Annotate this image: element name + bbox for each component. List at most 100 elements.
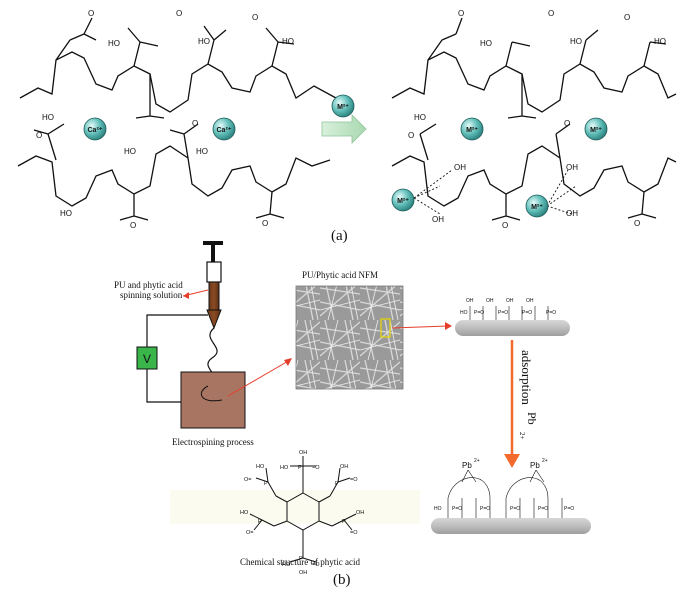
- svg-text:P: P: [335, 481, 339, 487]
- svg-text:=O: =O: [312, 465, 320, 471]
- svg-text:O: O: [458, 9, 464, 18]
- phytic-acid-structure: [249, 456, 357, 563]
- svg-text:HO: HO: [196, 147, 208, 156]
- svg-text:OH: OH: [566, 209, 578, 218]
- svg-text:O: O: [624, 13, 630, 22]
- metal-ions-right: [391, 117, 608, 218]
- electrospinning-caption: Electrospining process: [172, 437, 254, 447]
- svg-text:HO: HO: [434, 506, 442, 512]
- voltage-source: [136, 346, 158, 370]
- calcium-ion-left: [83, 117, 107, 141]
- svg-text:O: O: [130, 221, 136, 230]
- svg-text:OH: OH: [340, 464, 348, 470]
- svg-text:P: P: [342, 519, 346, 525]
- svg-text:HO: HO: [42, 113, 54, 122]
- nfm-title: PU/Phytic acid NFM: [302, 270, 378, 280]
- adsorption-arrow-head: [504, 454, 520, 468]
- panel-a-label: (a): [331, 228, 348, 244]
- svg-text:2+: 2+: [474, 458, 480, 464]
- panel-b-label: (b): [333, 572, 351, 588]
- svg-text:OH: OH: [506, 298, 514, 304]
- svg-text:OH: OH: [356, 510, 364, 516]
- svg-text:=O: =O: [350, 477, 358, 483]
- lead-ion-label: Pb: [525, 412, 539, 425]
- svg-text:O: O: [88, 9, 94, 18]
- svg-text:=O: =O: [312, 562, 320, 568]
- solution-pointer-head: [183, 292, 189, 299]
- spinning-solution-label-1: PU and phytic acid: [114, 280, 183, 290]
- nfm-to-surface-arrow: [391, 325, 449, 329]
- pb-complex-structure: [447, 469, 563, 518]
- svg-text:O: O: [634, 219, 640, 228]
- svg-text:OH: OH: [299, 570, 307, 576]
- svg-text:OH: OH: [486, 298, 494, 304]
- svg-text:P: P: [264, 481, 268, 487]
- svg-text:P: P: [258, 519, 262, 525]
- svg-text:HO: HO: [414, 113, 426, 122]
- phytic-caption: Chemical structure of phytic acid: [240, 557, 360, 567]
- fiber-surface-bottom: [431, 518, 591, 534]
- collector: [180, 371, 246, 429]
- metal-ion-reagent-label: M²⁺: [337, 104, 349, 111]
- svg-text:HO: HO: [124, 147, 136, 156]
- svg-text:OH: OH: [432, 215, 444, 224]
- svg-text:OH: OH: [454, 163, 466, 172]
- svg-text:2+: 2+: [542, 458, 548, 464]
- svg-text:HO: HO: [282, 37, 294, 46]
- svg-text:P: P: [299, 556, 303, 562]
- svg-text:P=O: P=O: [546, 310, 556, 316]
- metal-ion-reagent: [331, 94, 355, 118]
- svg-text:OH: OH: [526, 298, 534, 304]
- collector-to-nfm-head: [284, 358, 292, 366]
- svg-text:Pb: Pb: [530, 461, 540, 470]
- svg-text:O=: O=: [244, 477, 252, 483]
- collector-to-nfm-arrow: [227, 359, 291, 397]
- svg-text:P=O: P=O: [538, 506, 548, 512]
- fiber-deposit: [200, 385, 223, 402]
- svg-text:OH: OH: [299, 450, 307, 456]
- panel-a-right-structure: [391, 17, 677, 221]
- svg-text:P=O: P=O: [510, 506, 520, 512]
- svg-text:Pb: Pb: [462, 461, 472, 470]
- panel-a-left-structure: [17, 17, 337, 221]
- svg-text:HO: HO: [240, 510, 249, 516]
- svg-text:HO: HO: [282, 562, 291, 568]
- svg-text:P=O: P=O: [480, 506, 490, 512]
- svg-text:O: O: [192, 119, 198, 128]
- svg-text:O: O: [548, 9, 554, 18]
- svg-text:P=O: P=O: [498, 310, 508, 316]
- reaction-arrow: [321, 114, 367, 144]
- svg-text:HO: HO: [280, 465, 289, 471]
- svg-text:HO: HO: [256, 464, 265, 470]
- svg-text:O: O: [262, 219, 268, 228]
- calcium-ion-label-left: Ca²⁺: [88, 127, 103, 134]
- svg-text:O: O: [36, 131, 42, 140]
- svg-text:P: P: [298, 465, 302, 471]
- svg-text:P=O: P=O: [564, 506, 574, 512]
- svg-text:O: O: [502, 221, 508, 230]
- metal-ion-label-4: M²⁺: [531, 204, 543, 211]
- svg-text:OH: OH: [566, 163, 578, 172]
- fiber-surface-top: [455, 320, 570, 336]
- circuit-wire: [146, 314, 208, 403]
- svg-text:HO: HO: [108, 39, 120, 48]
- svg-text:P=O: P=O: [522, 310, 532, 316]
- svg-text:HO: HO: [654, 37, 666, 46]
- syringe: [203, 241, 223, 330]
- svg-text:O: O: [176, 9, 182, 18]
- phytic-highlight-band: [170, 490, 420, 524]
- svg-text:=O: =O: [350, 530, 358, 536]
- nfm-zoom-box: [380, 318, 391, 338]
- metal-ion-label-3: M²⁺: [397, 198, 409, 205]
- svg-text:P=O: P=O: [452, 506, 462, 512]
- phytic-acid-atom-labels: OH P HO =O P OH =O P OH =O P HO =O OH P HO O= P HO O=: [240, 450, 364, 576]
- svg-text:HO: HO: [570, 37, 582, 46]
- svg-text:OH: OH: [466, 298, 474, 304]
- nfm-to-surface-head: [445, 322, 452, 330]
- metal-ion-label-1: M²⁺: [466, 127, 478, 134]
- svg-text:O=: O=: [246, 530, 254, 536]
